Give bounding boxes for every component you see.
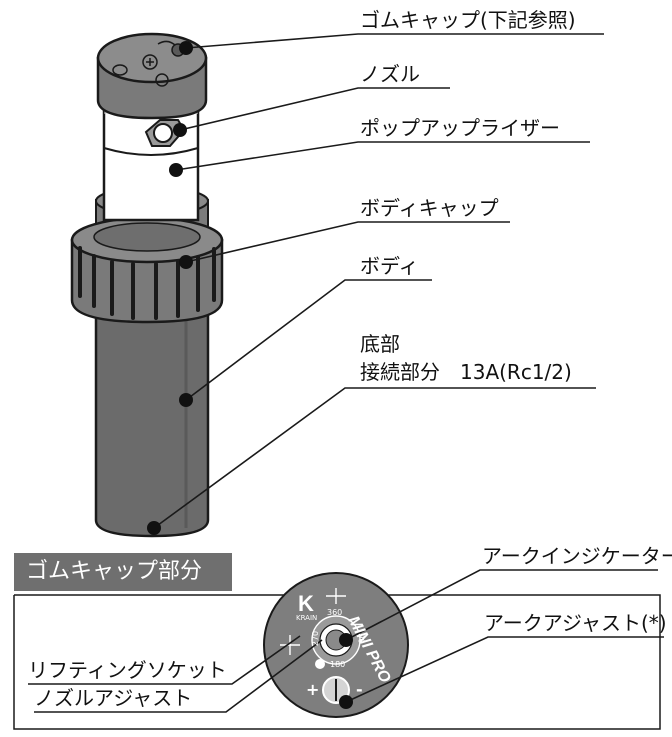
dial-brand-sub: KRAIN	[296, 614, 318, 622]
panel-leader-lines	[28, 569, 664, 713]
label-rubber-cap: ゴムキャップ(下記参照)	[360, 8, 576, 32]
dial-scale-270: 270	[311, 630, 321, 647]
label-lifting-socket: リフティングソケット	[28, 658, 227, 682]
rubber-cap	[96, 32, 208, 120]
label-body: ボディ	[360, 254, 419, 278]
label-arc-indicator: アークインジケーター	[482, 544, 672, 568]
dial-scale-360: 360	[327, 608, 343, 617]
label-popup-riser: ポップアップライザー	[360, 116, 560, 140]
leader-lines	[153, 33, 604, 529]
label-bottom: 底部	[360, 332, 400, 356]
dial-scale-90: 90	[356, 633, 366, 644]
label-connection: 接続部分 13A(Rc1/2)	[360, 360, 572, 384]
label-nozzle: ノズル	[360, 62, 420, 86]
label-body-cap: ボディキャップ	[360, 196, 499, 220]
panel-title: ゴムキャップ部分	[14, 553, 232, 591]
panel-leader-dots	[339, 633, 353, 709]
dial-plus-mark: +	[306, 680, 320, 699]
leader-dots	[147, 41, 193, 535]
sprinkler-body	[94, 303, 210, 538]
label-nozzle-adjust: ノズルアジャスト	[34, 686, 193, 710]
dial-minus-mark: -	[356, 680, 363, 699]
dial-brand-letter: K	[298, 591, 314, 616]
rubber-cap-panel-frame	[13, 594, 661, 730]
dial-scale-180: 180	[330, 660, 346, 669]
cap-dial	[263, 572, 409, 718]
label-arc-adjust: アークアジャスト(*)	[484, 611, 667, 635]
